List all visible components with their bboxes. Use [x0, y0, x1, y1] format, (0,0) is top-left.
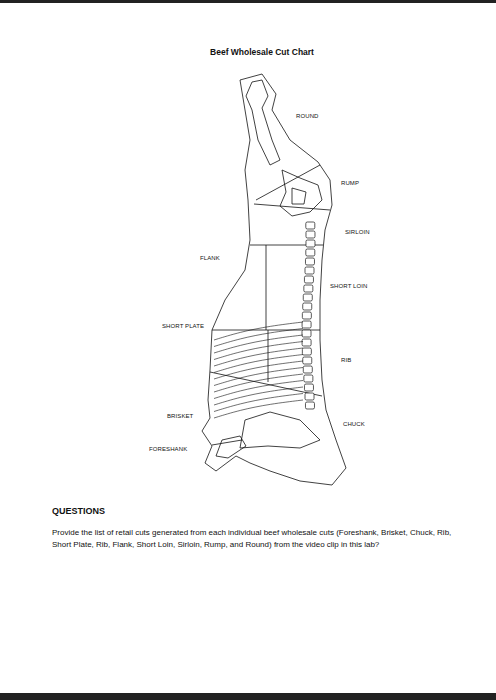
- rib: [214, 387, 303, 405]
- rib: [214, 322, 303, 340]
- cut-label: CHUCK: [343, 421, 365, 428]
- vertebra: [306, 231, 315, 238]
- rib-bones: [214, 322, 303, 418]
- question-text: Provide the list of retail cuts generate…: [52, 527, 457, 550]
- cut-label: RIB: [341, 357, 351, 364]
- vertebra: [305, 393, 314, 400]
- femur-bone: [246, 80, 280, 165]
- foreleg-bone: [216, 436, 246, 458]
- cut-line: [212, 440, 242, 445]
- rib: [214, 342, 303, 360]
- cut-label: BRISKET: [167, 413, 193, 420]
- vertebra: [304, 276, 313, 283]
- carcass-outline: [202, 74, 346, 485]
- cut-label: RUMP: [341, 180, 359, 187]
- vertebra: [306, 249, 315, 256]
- rib: [214, 374, 303, 392]
- cut-line: [210, 372, 322, 396]
- cut-label: FORESHANK: [149, 446, 187, 453]
- vertebra: [303, 294, 312, 301]
- scapula-bone: [240, 412, 320, 448]
- top-edge-bar: [0, 0, 496, 3]
- vertebra: [303, 303, 312, 310]
- cut-label: SIRLOIN: [345, 229, 370, 236]
- cut-line: [266, 245, 267, 330]
- vertebra: [305, 267, 314, 274]
- vertebra: [302, 330, 311, 337]
- chart-title: Beef Wholesale Cut Chart: [210, 48, 314, 57]
- vertebra: [304, 384, 313, 391]
- rib: [214, 329, 303, 347]
- rib: [214, 400, 303, 418]
- vertebra: [305, 258, 314, 265]
- rib: [214, 394, 303, 412]
- carcass-drawing: [202, 74, 346, 485]
- vertebra: [303, 357, 312, 364]
- vertebra: [305, 402, 314, 409]
- vertebra: [306, 222, 315, 229]
- rib: [214, 335, 303, 353]
- cut-label: ROUND: [296, 113, 319, 120]
- rib: [214, 361, 303, 379]
- cut-line: [256, 165, 320, 200]
- rib: [214, 368, 303, 386]
- vertebra: [302, 339, 311, 346]
- vertebra: [302, 321, 311, 328]
- cut-line: [268, 330, 269, 382]
- vertebra: [302, 312, 311, 319]
- rib: [214, 355, 303, 373]
- section-heading: QUESTIONS: [52, 507, 105, 517]
- vertebra: [304, 375, 313, 382]
- vertebra: [303, 366, 312, 373]
- rib: [214, 381, 303, 399]
- bottom-edge-bar: [0, 693, 496, 700]
- cut-line: [254, 204, 330, 210]
- pelvis-bone: [280, 170, 322, 216]
- spine: [302, 222, 315, 409]
- vertebra: [302, 348, 311, 355]
- pelvis-bone: [292, 188, 306, 204]
- cut-label: SHORT LOIN: [330, 283, 367, 290]
- vertebra: [306, 240, 315, 247]
- rib: [214, 348, 303, 366]
- vertebra: [304, 285, 313, 292]
- cut-label: SHORT PLATE: [162, 323, 204, 330]
- cut-label: FLANK: [200, 255, 220, 262]
